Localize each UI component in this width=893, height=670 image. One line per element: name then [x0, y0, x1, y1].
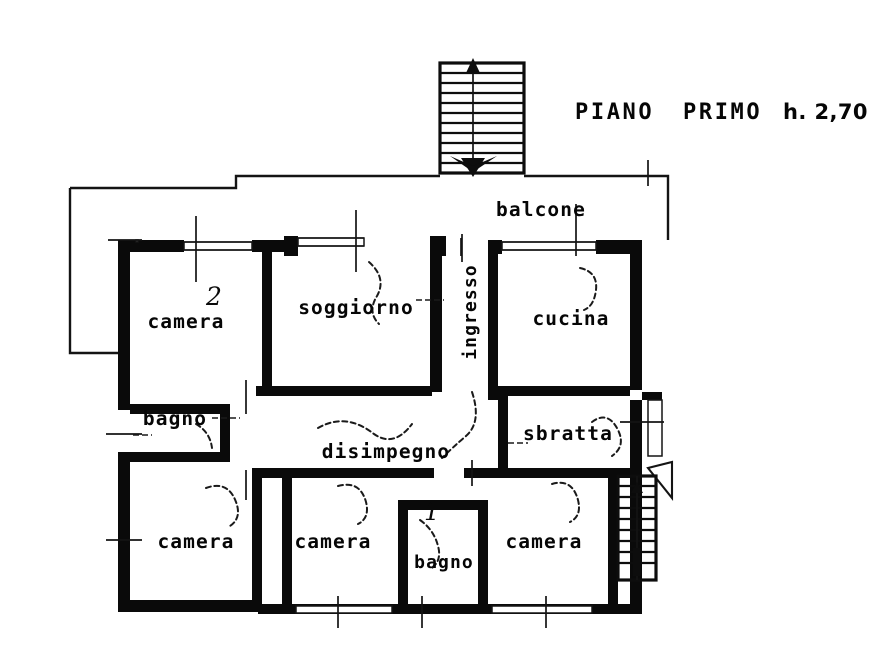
- title-height: h. 2,70: [783, 100, 868, 124]
- dimension-ticks: [106, 160, 664, 628]
- room-label-bagno-left: bagno: [143, 407, 207, 430]
- room-label-camera-bottom-mid: camera: [294, 530, 371, 553]
- room-label-ingresso: ingresso: [460, 264, 481, 360]
- window-openings-bottom: [135, 239, 593, 614]
- window-openings-top: [183, 237, 597, 251]
- balcony-outline-right: [524, 174, 670, 240]
- room-marker-2: 2: [205, 282, 222, 311]
- title-block: PIANO PRIMO h. 2,70: [575, 100, 868, 125]
- room-label-cucina: cucina: [532, 307, 609, 330]
- room-label-soggiorno: soggiorno: [298, 296, 414, 319]
- entry-door-right: [642, 392, 674, 501]
- room-label-balcone: balcone: [496, 198, 586, 221]
- room-label-camera-bottom-left: camera: [157, 530, 234, 553]
- title-level: PRIMO: [683, 100, 762, 125]
- room-labels: 2 camera soggiorno cucina ingresso balco…: [143, 198, 613, 573]
- staircase-top: [438, 58, 526, 177]
- room-camera-top-left: 2 camera: [147, 282, 224, 333]
- room-bagno-center: 1 bagno: [414, 497, 474, 573]
- terrace-outline-left: [68, 174, 440, 355]
- staircase-right: [616, 474, 658, 582]
- leader-lines: [133, 299, 528, 444]
- room-label-disimpegno: disimpegno: [322, 440, 450, 463]
- room-label-sbratta: sbratta: [523, 422, 613, 445]
- room-label-camera-top-left: camera: [147, 310, 224, 333]
- title-floor: PIANO: [575, 100, 654, 125]
- door-swing-arcs: [195, 261, 622, 569]
- room-label-bagno-center: bagno: [414, 552, 474, 573]
- room-label-camera-bottom-right: camera: [505, 530, 582, 553]
- room-marker-1: 1: [424, 497, 440, 526]
- interior-walls: [130, 240, 640, 614]
